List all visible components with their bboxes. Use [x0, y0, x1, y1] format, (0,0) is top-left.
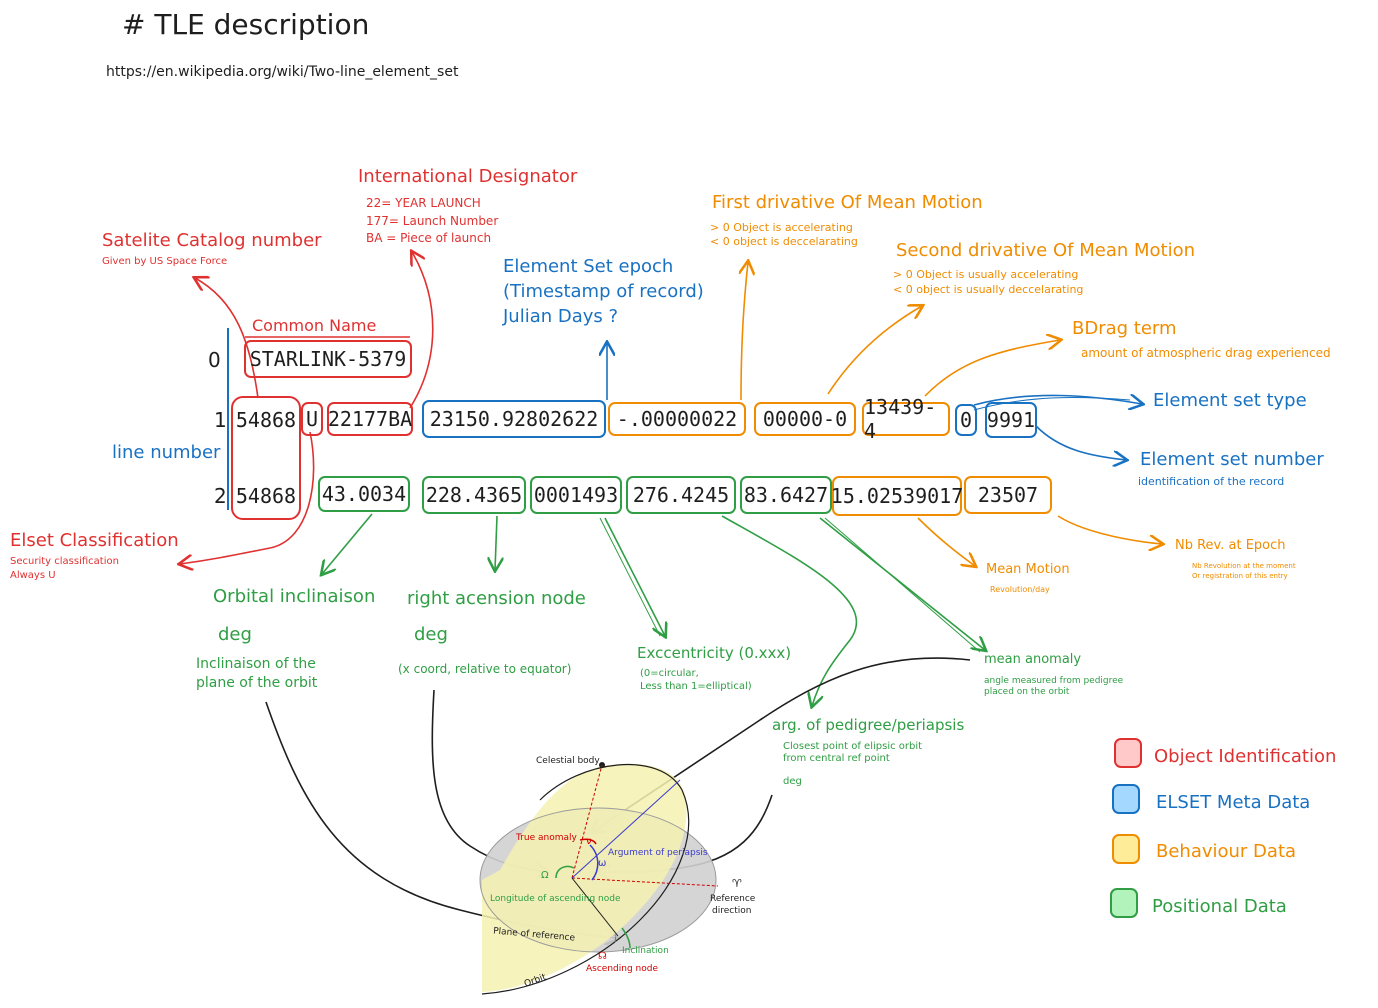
rev-epoch-title: Nb Rev. at Epoch — [1175, 538, 1286, 553]
mean-motion-title: Mean Motion — [986, 562, 1070, 577]
omega-small-symbol: ω — [598, 858, 607, 869]
line2-eccentricity-field: 0001493 — [530, 476, 622, 514]
catalog-number-note: Given by US Space Force — [102, 256, 228, 267]
mean-anomaly-note-1: angle measured from pedigree — [984, 676, 1124, 686]
longitude-node-label: Longitude of ascending node — [490, 894, 621, 904]
line1-set-number-field: 9991 — [985, 402, 1037, 438]
line-number-0: 0 — [208, 348, 221, 372]
inclination-i-symbol: i — [614, 934, 617, 945]
legend-label-object-identification: Object Identification — [1154, 746, 1337, 767]
line1-epoch-field: 23150.92802622 — [422, 400, 606, 438]
mean-motion-note: Revolution/day — [990, 585, 1050, 594]
line2-rev-number-field: 23507 — [964, 476, 1052, 514]
page-title: # TLE description — [122, 8, 370, 41]
reference-direction-label-1: Reference — [710, 894, 756, 904]
rev-epoch-note-1: Nb Revolution at the moment — [1192, 562, 1296, 570]
legend-swatch-behaviour — [1112, 834, 1140, 864]
line1-set-type-field: 0 — [955, 404, 977, 436]
designator-note-1: 22= YEAR LAUNCH — [366, 196, 481, 210]
legend-swatch-object-identification — [1114, 738, 1142, 768]
epoch-title-3: Julian Days ? — [503, 306, 619, 327]
line2-arg-perigee-field: 276.4245 — [626, 476, 736, 514]
bdrag-note: amount of atmospheric drag experienced — [1081, 346, 1331, 360]
nu-symbol: ν — [586, 836, 592, 847]
first-derivative-note-2: < 0 object is deccelarating — [710, 235, 858, 248]
line2-mean-motion-field: 15.02539017 — [831, 476, 963, 516]
legend-label-elset-meta: ELSET Meta Data — [1156, 792, 1311, 813]
bdrag-title: BDrag term — [1072, 318, 1177, 339]
elset-note-2: Always U — [10, 570, 56, 581]
arg-perigee-title: arg. of pedigree/periapsis — [772, 716, 965, 734]
arg-periapsis-label: Argument of periapsis — [608, 848, 708, 858]
line1-catalog-field: 54868 — [235, 408, 297, 432]
line1-classification-field: U — [301, 402, 323, 436]
reference-direction-label-2: direction — [712, 906, 752, 916]
legend-label-behaviour: Behaviour Data — [1156, 841, 1297, 862]
source-url[interactable]: https://en.wikipedia.org/wiki/Two-line_e… — [106, 64, 459, 80]
line1-first-derivative-field: -.00000022 — [608, 402, 746, 436]
line1-second-derivative-field: 00000-0 — [754, 402, 856, 436]
set-type-label: Element set type — [1153, 390, 1307, 411]
designator-note-2: 177= Launch Number — [366, 214, 499, 228]
omega-big-symbol: Ω — [541, 870, 549, 881]
line2-inclination-field: 43.0034 — [318, 476, 410, 512]
eccentricity-title: Exccentricity (0.xxx) — [637, 644, 792, 662]
inclination-unit: deg — [218, 624, 252, 645]
line2-catalog-field: 54868 — [235, 484, 297, 508]
ascending-node-label: Ascending node — [586, 964, 658, 974]
catalog-number-title: Satelite Catalog number — [102, 230, 322, 251]
raan-note: (x coord, relative to equator) — [398, 662, 572, 676]
eccentricity-note-2: Less than 1=elliptical) — [640, 681, 752, 692]
set-number-note: identification of the record — [1138, 475, 1285, 488]
line1-designator-field: 22177BA — [327, 402, 413, 436]
legend-swatch-elset-meta — [1112, 784, 1140, 814]
ascending-node-symbol: ☊ — [598, 951, 607, 962]
line2-mean-anomaly-field: 83.6427 — [740, 476, 832, 514]
second-derivative-title: Second drivative Of Mean Motion — [896, 240, 1195, 261]
second-derivative-note-1: > 0 Object is usually accelerating — [893, 268, 1079, 281]
raan-unit: deg — [414, 624, 448, 645]
line-number-1: 1 — [214, 408, 227, 432]
line-number-label: line number — [112, 442, 221, 463]
epoch-title-2: (Timestamp of record) — [503, 281, 704, 302]
designator-title: International Designator — [358, 166, 578, 187]
second-derivative-note-2: < 0 object is usually deccelarating — [893, 283, 1084, 296]
first-derivative-note-1: > 0 Object is accelerating — [710, 221, 853, 234]
inclination-note-2: plane of the orbit — [196, 675, 318, 691]
eccentricity-note-1: (0=circular, — [640, 668, 699, 679]
epoch-title-1: Element Set epoch — [503, 256, 674, 277]
line-number-2: 2 — [214, 484, 227, 508]
set-number-title: Element set number — [1140, 449, 1324, 470]
designator-note-3: BA = Piece of launch — [366, 231, 492, 245]
line2-raan-field: 228.4365 — [422, 476, 526, 514]
mean-anomaly-note-2: placed on the orbit — [984, 687, 1070, 697]
arg-perigee-unit: deg — [783, 776, 802, 787]
rev-epoch-note-2: Or registration of this entry — [1192, 572, 1288, 580]
common-name-label: Common Name — [252, 316, 377, 335]
first-derivative-title: First drivative Of Mean Motion — [712, 192, 983, 213]
legend-label-positional: Positional Data — [1152, 896, 1287, 917]
elset-title: Elset Classification — [10, 530, 179, 551]
arg-perigee-note-2: from central ref point — [783, 753, 890, 764]
raan-title: right acension node — [407, 588, 586, 609]
arg-perigee-note-1: Closest point of elipsic orbit — [783, 741, 923, 752]
inclination-note-1: Inclinaison of the — [196, 656, 316, 672]
common-name-field: STARLINK-5379 — [244, 340, 412, 378]
catalog-number-group — [231, 396, 301, 520]
true-anomaly-label: True anomaly — [516, 833, 577, 843]
elset-note-1: Security classification — [10, 556, 119, 567]
mean-anomaly-title: mean anomaly — [984, 652, 1082, 667]
inclination-figure-label: Inclination — [622, 946, 669, 956]
aries-symbol: ♈ — [732, 877, 742, 890]
legend-swatch-positional — [1110, 888, 1138, 918]
inclination-title: Orbital inclinaison — [213, 586, 376, 607]
celestial-body-label: Celestial body — [536, 756, 600, 766]
